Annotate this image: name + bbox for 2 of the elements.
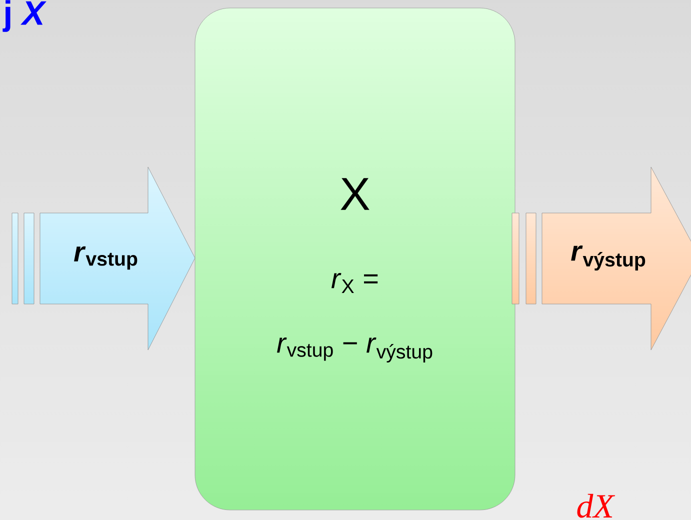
heading-text: j X [2,0,46,32]
heading-text: dX [577,494,616,518]
